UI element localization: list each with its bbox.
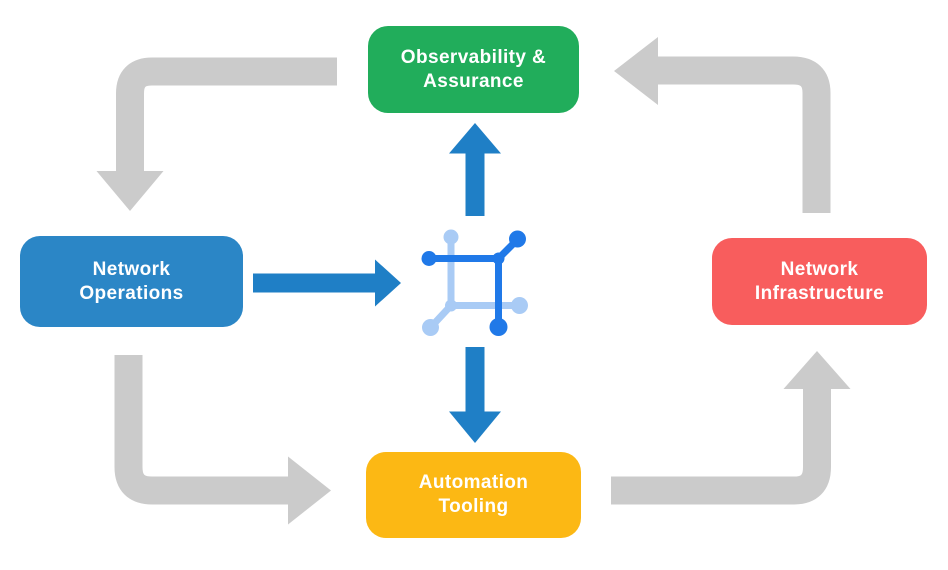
flow-arrow-center-to-automation [449,347,501,443]
flow-arrow-center-to-observability [449,123,501,216]
node-automation-label: Automation Tooling [418,472,529,517]
icon-dark-nodes [421,230,526,336]
node-operations: Network Operations [20,236,243,327]
cycle-arrow-automation-to-infrastructure [611,351,851,505]
node-operations-label: Network Operations [79,258,184,304]
cycle-arrow-operations-to-automation [114,355,331,525]
flow-arrow-operations-to-center [253,259,401,307]
node-infrastructure-label: Network Infrastructure [754,258,885,304]
node-observability-label: Observability & Assurance [400,46,547,92]
network-automation-icon [421,229,528,336]
node-infrastructure: Network Infrastructure [712,238,927,325]
cycle-arrow-observability-to-operations [96,57,337,211]
node-automation: Automation Tooling [366,452,581,538]
node-observability: Observability & Assurance [368,26,579,113]
icon-light-nodes [422,229,528,336]
cycle-arrow-infrastructure-to-observability [614,37,831,213]
